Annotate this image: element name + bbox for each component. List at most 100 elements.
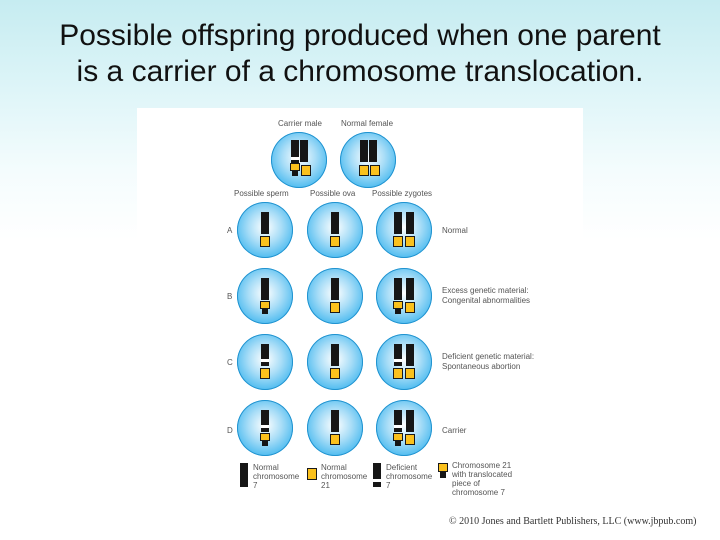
ovum-cell-d	[307, 400, 363, 456]
zygote-cell-d	[376, 400, 432, 456]
possible-ova-label: Possible ova	[310, 189, 356, 198]
row-letter: A	[227, 226, 233, 235]
legend-label-translocated-line-3: piece of	[452, 479, 481, 488]
deletion-mark	[394, 359, 402, 362]
sperm-cell-a	[237, 202, 293, 258]
chromosome-21	[260, 368, 270, 379]
ovum-cell-b	[307, 268, 363, 324]
legend-label-normal-7-line-3: 7	[253, 481, 258, 490]
chromosome-21	[405, 236, 415, 247]
zygote-cell-a	[376, 202, 432, 258]
row-letter: D	[227, 426, 233, 435]
chromosome-21-translocated	[395, 441, 401, 446]
chromosome-21-translocated	[292, 171, 298, 176]
chromosome-7	[331, 212, 339, 234]
legend-label-normal-21-line-2: chromosome	[321, 472, 368, 481]
row-letter: B	[227, 292, 233, 301]
legend-label-normal-7-line-1: Normal	[253, 463, 279, 472]
legend-label-normal-21-line-1: Normal	[321, 463, 347, 472]
chromosome-21-translocated-piece	[260, 301, 270, 309]
chromosome-7	[300, 140, 308, 162]
legend-label-deficient-7-line-1: Deficient	[386, 463, 418, 472]
deletion-mark	[261, 425, 269, 428]
chromosome-7-deficient	[394, 344, 402, 366]
legend-label-translocated-line-1: Chromosome 21	[452, 461, 512, 470]
chromosome-21	[405, 302, 415, 313]
deletion-mark	[291, 157, 299, 160]
chromosome-21	[370, 165, 380, 176]
chromosome-21-translocated-piece	[393, 301, 403, 309]
chromosome-7-deficient	[261, 410, 269, 432]
chromosome-21	[393, 236, 403, 247]
outcome-label-a: Normal	[442, 226, 468, 235]
legend-swatch-chromosome-21	[307, 468, 317, 480]
legend-label-deficient-7-line-2: chromosome	[386, 472, 433, 481]
slide-title-line-2: is a carrier of a chromosome translocati…	[76, 55, 644, 88]
deletion-mark	[261, 359, 269, 362]
legend-label-normal-21-line-3: 21	[321, 481, 330, 490]
chromosome-21-translocated-piece	[260, 433, 270, 441]
chromosome-21	[301, 165, 311, 176]
legend-label-deficient-7-line-3: 7	[386, 481, 391, 490]
chromosome-7	[406, 344, 414, 366]
outcome-label-b-line-1: Excess genetic material:	[442, 286, 529, 295]
chromosome-7	[406, 212, 414, 234]
legend-label-normal-7-line-2: chromosome	[253, 472, 300, 481]
chromosome-7	[394, 212, 402, 234]
chromosome-21	[330, 302, 340, 313]
chromosome-7	[261, 278, 269, 300]
row-letter: C	[227, 358, 233, 367]
chromosome-21-translocated-piece	[290, 163, 300, 171]
chromosome-21	[260, 236, 270, 247]
chromosome-21	[330, 434, 340, 445]
slide-title: Possible offspring produced when one par…	[0, 18, 720, 90]
chromosome-21	[393, 368, 403, 379]
chromosome-7	[360, 140, 368, 162]
chromosome-7	[331, 344, 339, 366]
chromosome-7	[261, 212, 269, 234]
chromosome-7-deficient	[261, 344, 269, 366]
chromosome-21	[405, 368, 415, 379]
legend-swatch-translocated-piece	[440, 472, 446, 478]
chromosome-7	[331, 278, 339, 300]
legend-swatch-translocated-21	[438, 463, 448, 472]
deletion-mark	[373, 479, 381, 482]
chromosome-7-deficient	[291, 140, 299, 164]
chromosome-7	[331, 410, 339, 432]
chromosome-21-translocated	[262, 441, 268, 446]
legend-label-translocated-line-4: chromosome 7	[452, 488, 505, 497]
zygote-cell-c	[376, 334, 432, 390]
normal-female-cell	[340, 132, 396, 188]
sperm-cell-c	[237, 334, 293, 390]
chromosome-21-translocated	[262, 309, 268, 314]
chromosome-21	[330, 368, 340, 379]
chromosome-21	[330, 236, 340, 247]
ovum-cell-c	[307, 334, 363, 390]
possible-sperm-label: Possible sperm	[234, 189, 289, 198]
outcome-label-d: Carrier	[442, 426, 467, 435]
legend-swatch-chromosome-7	[240, 463, 248, 487]
possible-zygotes-label: Possible zygotes	[372, 189, 433, 198]
chromosome-21-translocated	[395, 309, 401, 314]
chromosome-7	[406, 410, 414, 432]
outcome-label-c-line-1: Deficient genetic material:	[442, 352, 535, 361]
chromosome-7	[369, 140, 377, 162]
copyright-credit: © 2010 Jones and Bartlett Publishers, LL…	[449, 516, 697, 527]
chromosome-21	[405, 434, 415, 445]
chromosome-7	[406, 278, 414, 300]
chromosome-21-translocated-piece	[393, 433, 403, 441]
zygote-cell-b	[376, 268, 432, 324]
legend-swatch-deficient-7	[373, 463, 381, 487]
sperm-cell-b	[237, 268, 293, 324]
sperm-cell-d	[237, 400, 293, 456]
outcome-label-b-line-2: Congenital abnormalities	[442, 296, 531, 305]
deletion-mark	[394, 425, 402, 428]
normal-female-label: Normal female	[341, 119, 394, 128]
outcome-label-c-line-2: Spontaneous abortion	[442, 362, 521, 371]
chromosome-7	[394, 278, 402, 300]
ovum-cell-a	[307, 202, 363, 258]
translocation-diagram: Carrier male Normal female Possible sper…	[137, 108, 583, 500]
chromosome-21	[359, 165, 369, 176]
carrier-male-label: Carrier male	[278, 119, 323, 128]
slide-title-line-1: Possible offspring produced when one par…	[59, 19, 661, 52]
